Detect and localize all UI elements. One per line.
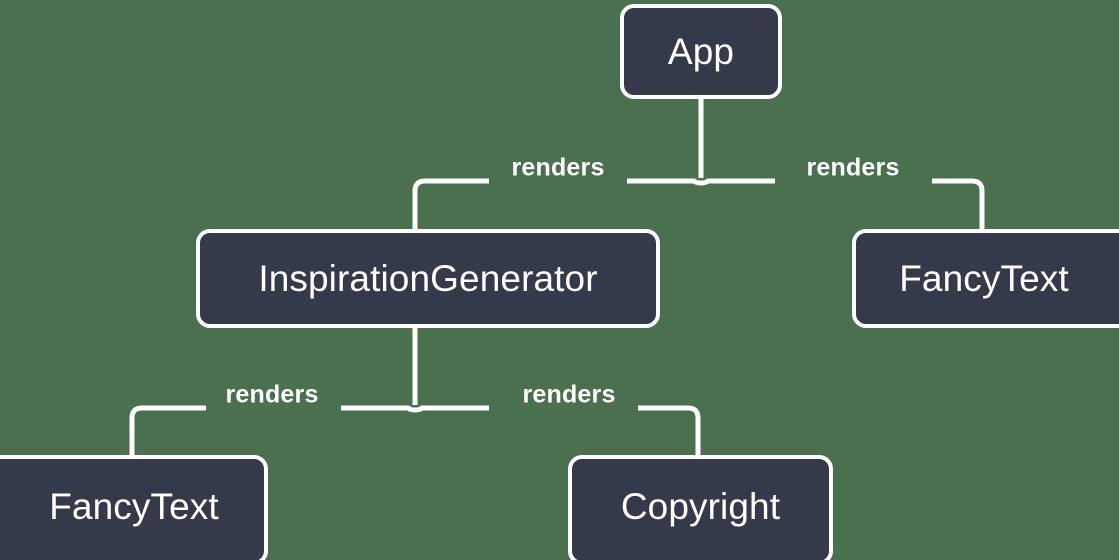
edge-label-inspirationgenerator-to-fancytext: renders bbox=[225, 380, 319, 409]
edge-label-app-to-fancytext: renders bbox=[806, 153, 900, 182]
edge-label-inspirationgenerator-to-copyright: renders bbox=[522, 380, 616, 409]
node-copyright[interactable]: Copyright bbox=[568, 455, 833, 560]
node-fancytext-bottom-label: FancyText bbox=[49, 485, 219, 527]
node-inspiration-generator-label: InspirationGenerator bbox=[258, 258, 598, 299]
node-fancytext-right-label: FancyText bbox=[899, 258, 1069, 299]
connector-app-to-fancytext bbox=[700, 178, 985, 229]
node-inspiration-generator[interactable]: InspirationGenerator bbox=[196, 229, 660, 328]
connector-app-to-inspirationgenerator bbox=[412, 178, 702, 229]
edge-label-app-to-inspirationgenerator: renders bbox=[511, 153, 605, 182]
node-copyright-label: Copyright bbox=[620, 485, 781, 527]
node-fancytext-bottom[interactable]: FancyText bbox=[0, 455, 268, 560]
node-app-label: App bbox=[667, 31, 735, 72]
node-fancytext-right[interactable]: FancyText bbox=[852, 229, 1119, 328]
connector-inspirationgenerator-to-fancytext bbox=[129, 405, 416, 455]
connector-inspirationgenerator-to-copyright bbox=[414, 405, 701, 455]
node-app[interactable]: App bbox=[620, 4, 782, 99]
